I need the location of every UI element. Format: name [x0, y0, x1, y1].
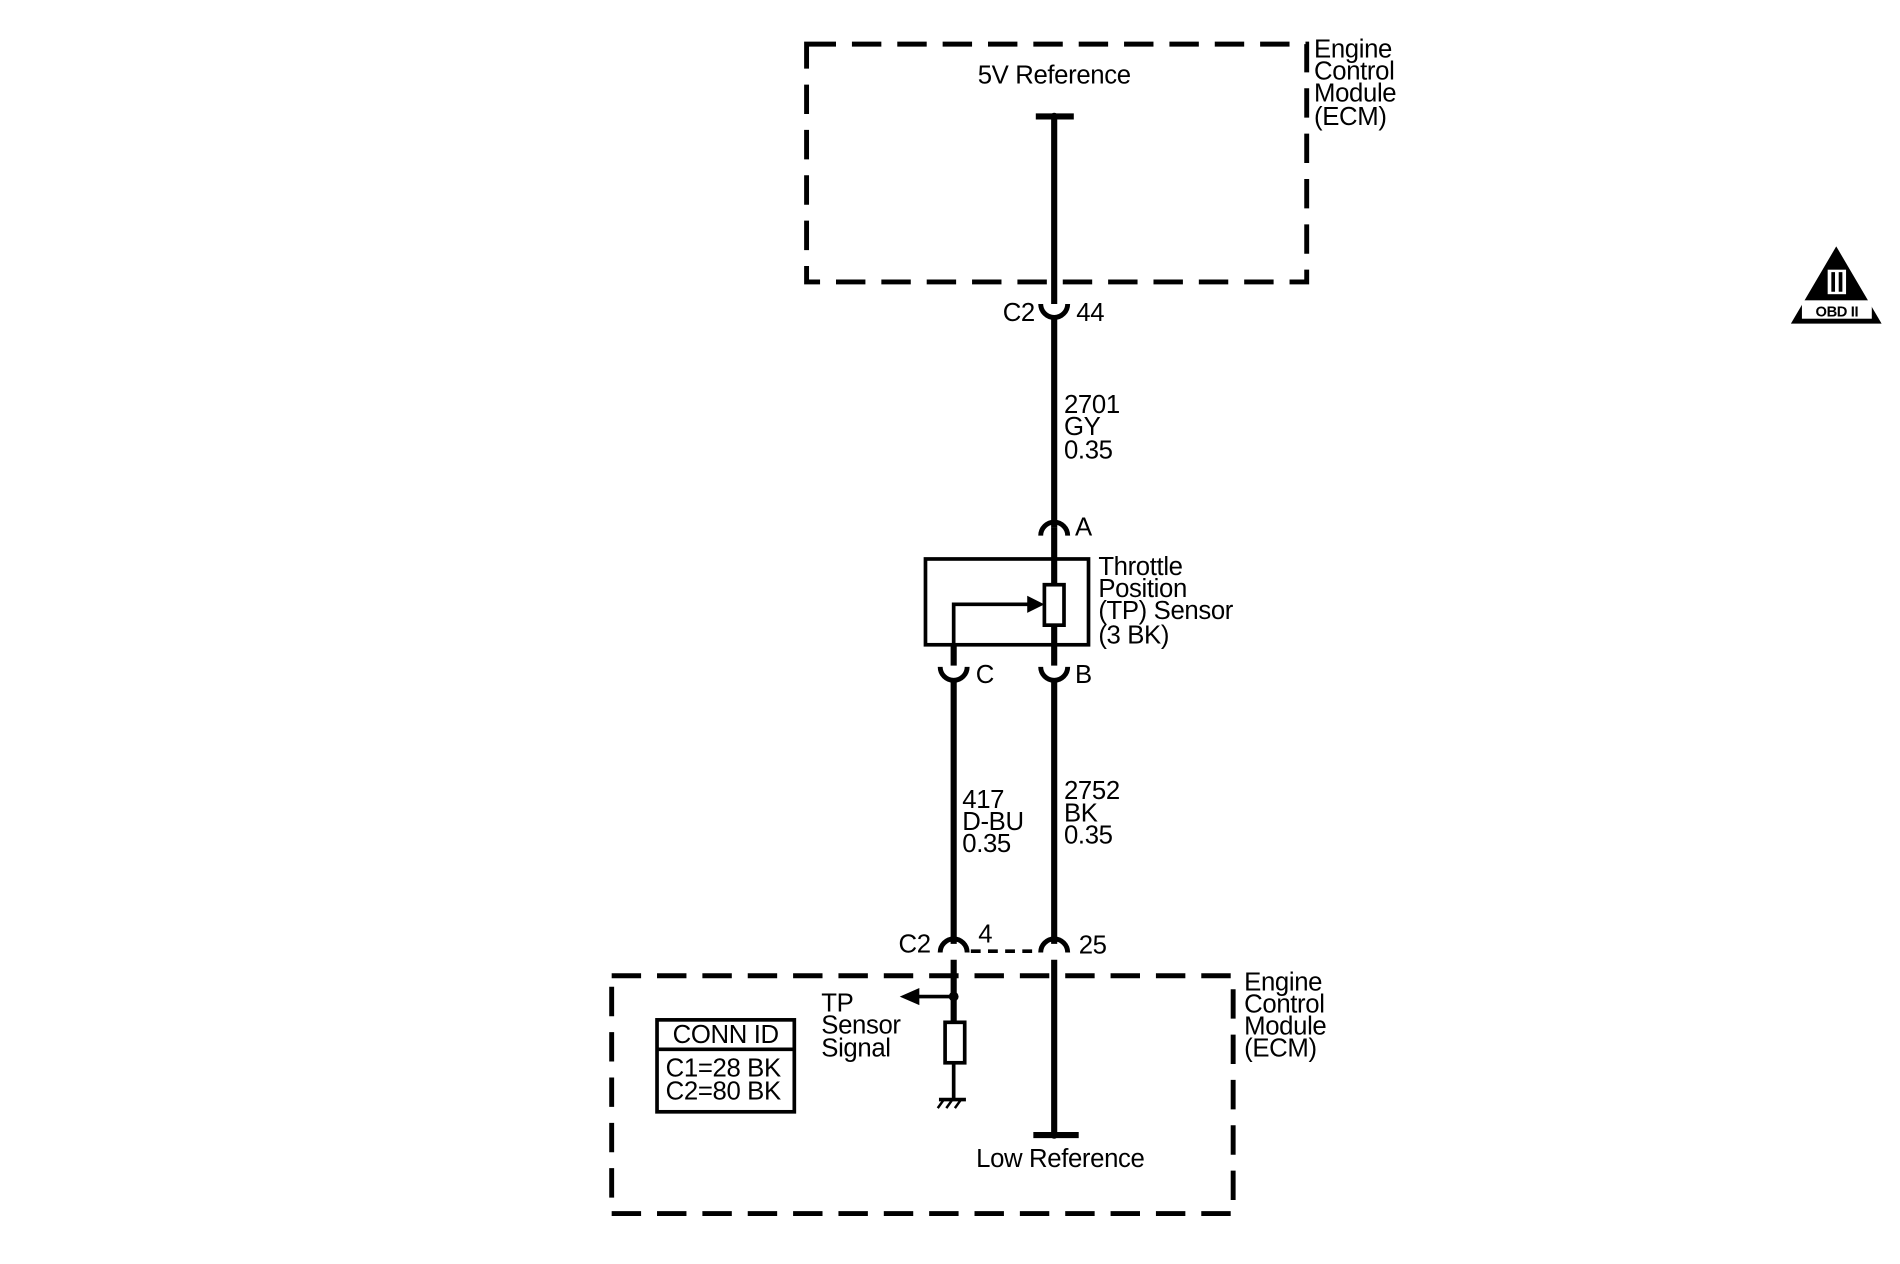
obd-badge-label: OBD II: [1816, 304, 1859, 320]
tp-sensor-title-line: (TP) Sensor: [1098, 597, 1233, 625]
junction-dot: [1050, 1131, 1058, 1139]
ground-icon: [936, 1097, 966, 1109]
sensor-pin-c-label: C: [976, 661, 994, 689]
ecm-bottom-title-line: Engine: [1244, 968, 1322, 996]
ecm-bottom-box: [609, 973, 1236, 1216]
wire-circuit-number: 2701: [1064, 391, 1120, 419]
label-low-reference: Low Reference: [976, 1145, 1144, 1173]
wire-5v-label: 2701 GY 0.35: [1064, 391, 1120, 464]
ecm-top-title-line: Control: [1314, 58, 1394, 86]
connector-c2-pin-low: 25: [1079, 932, 1107, 960]
ecm-top-title-line: Engine: [1314, 36, 1392, 64]
connector-c2-pin25-arc: [1038, 936, 1071, 953]
wire-size: 0.35: [1064, 436, 1113, 464]
connector-c2-pin44: [1038, 303, 1071, 320]
obd-ii-badge-icon: OBD II: [1790, 246, 1882, 324]
ecm-bottom-title-line: Control: [1244, 991, 1324, 1019]
tp-sensor-title: Throttle Position (TP) Sensor (3 BK): [1098, 553, 1234, 650]
connector-c2-pin4-arc: [937, 936, 970, 953]
tp-sensor-box: [923, 557, 1091, 647]
ecm-bottom-title-line: (ECM): [1244, 1035, 1317, 1063]
tp-signal-line: Signal: [821, 1035, 890, 1063]
wire-size: 0.35: [1064, 821, 1113, 849]
tp-sensor-title-line: Throttle: [1098, 553, 1182, 581]
tp-signal-label: TP Sensor Signal: [821, 989, 901, 1062]
conn-id-box: [655, 1018, 797, 1114]
conn-id-header: CONN ID: [673, 1021, 779, 1049]
wire-signal-label: 417 D-BU 0.35: [962, 786, 1024, 858]
ecm-top-title-line: Module: [1314, 80, 1396, 108]
wire-color: D-BU: [962, 808, 1023, 836]
wire-color: GY: [1064, 413, 1101, 441]
pullup-resistor-icon: [943, 1020, 967, 1065]
tp-signal-line: Sensor: [821, 1011, 901, 1039]
wiper-line: [951, 602, 1030, 645]
conn-id-table: CONN ID C1=28 BK C2=80 BK: [655, 1018, 797, 1114]
wiper-arrow-icon: [1027, 595, 1045, 613]
ecm-top-box: [804, 41, 1310, 285]
ecm-bottom-title: Engine Control Module (ECM): [1244, 968, 1327, 1063]
wire-size: 0.35: [962, 830, 1011, 858]
ecm-top-title: Engine Control Module (ECM): [1314, 36, 1397, 131]
label-5v-reference: 5V Reference: [978, 61, 1131, 89]
wire-color: BK: [1064, 799, 1098, 827]
connector-c2-bottom-label: C2: [899, 930, 931, 958]
connector-c2-top-label: C2: [1003, 299, 1035, 327]
wire-circuit-number: 417: [962, 786, 1004, 814]
tp-sensor-title-line: Position: [1098, 575, 1187, 603]
tp-sensor-title-line: (3 BK): [1098, 622, 1169, 650]
sensor-pin-b-arc: [1038, 666, 1071, 683]
ecm-bottom-title-line: Module: [1244, 1013, 1326, 1041]
wire-circuit-number: 2752: [1064, 777, 1120, 805]
signal-arrow-icon: [899, 987, 920, 1006]
ecm-top-title-line: (ECM): [1314, 103, 1387, 131]
sensor-pin-c-arc: [937, 666, 970, 683]
tp-signal-line: TP: [821, 989, 853, 1017]
wire-low-label: 2752 BK 0.35: [1064, 777, 1120, 849]
sensor-pin-a-arc: [1038, 519, 1071, 536]
conn-id-row: C2=80 BK: [666, 1078, 781, 1106]
connector-c2-pin-signal: 4: [978, 921, 992, 949]
sensor-pin-a-label: A: [1075, 514, 1093, 542]
connector-c2-top-pin: 44: [1076, 299, 1104, 327]
sensor-pin-b-label: B: [1075, 661, 1092, 689]
conn-id-row: C1=28 BK: [666, 1054, 781, 1082]
potentiometer-resistor-icon: [1042, 582, 1066, 627]
